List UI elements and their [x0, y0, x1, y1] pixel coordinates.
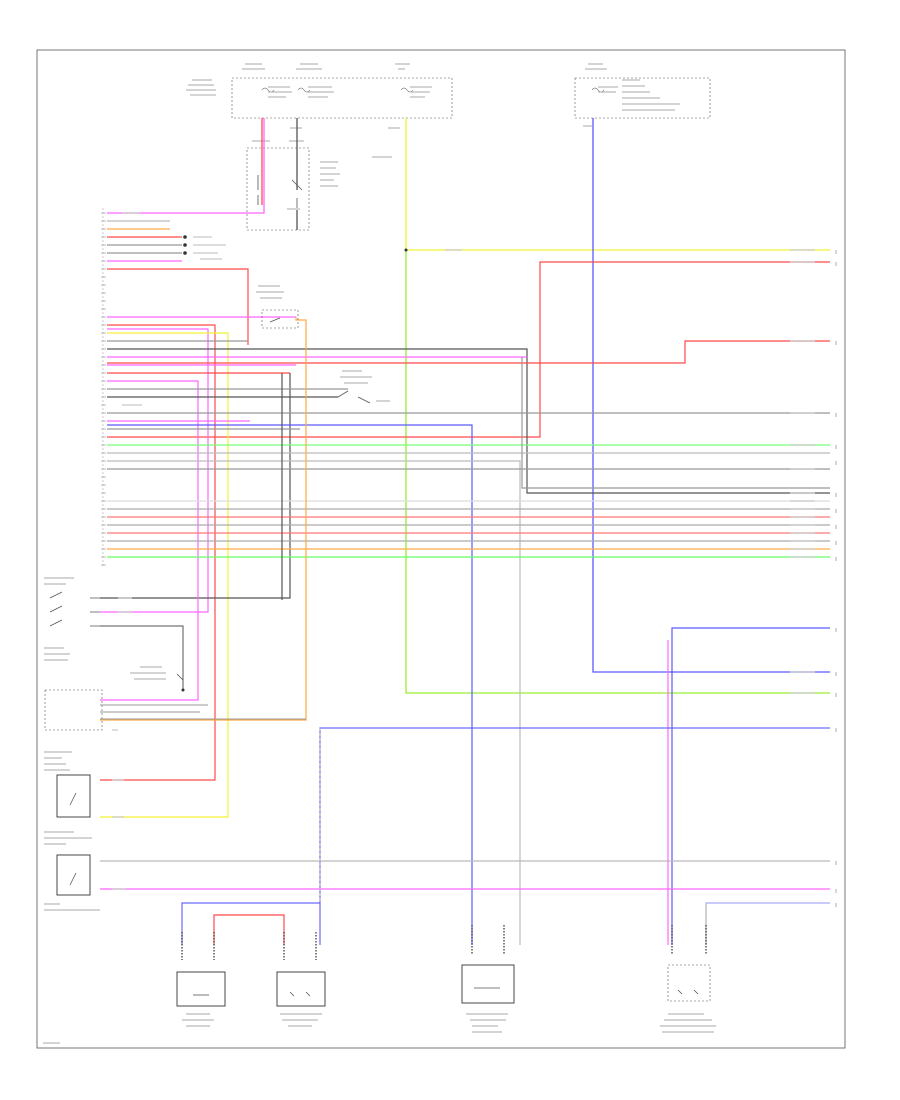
- wire-black-626: [100, 625, 184, 690]
- wire-black-349: [107, 348, 830, 494]
- splice-dot-labels: [193, 236, 462, 260]
- wire-gray-461: [107, 460, 521, 945]
- ecm-lower-box: [44, 689, 103, 731]
- map-sensor: [176, 932, 226, 1027]
- wire-red-269: [107, 268, 249, 345]
- fuse-box-right: [574, 77, 711, 119]
- splice-dots: [183, 235, 408, 255]
- wire-blue-right: [592, 118, 830, 673]
- wire-green-down: [405, 250, 830, 694]
- diagram-frame: [36, 49, 846, 1049]
- wire-blue-405: [107, 424, 473, 945]
- knock-sensor-box: [56, 774, 91, 818]
- ecm-wire-labels: [122, 212, 142, 558]
- brake-switch: [256, 285, 299, 329]
- wire-blue-903: [181, 902, 320, 945]
- right-connector-labels: [790, 249, 815, 904]
- left-components: [44, 577, 306, 911]
- o2-sensor: [660, 925, 716, 1033]
- ecm-pin-numbers: [101, 212, 106, 566]
- wire-pink-329: [100, 328, 209, 613]
- wire-pink-main: [107, 118, 265, 214]
- wire-red-341: [107, 340, 830, 364]
- wires-lower: [100, 627, 830, 945]
- wire-blue-728: [319, 727, 830, 945]
- sensor-icon: [69, 792, 77, 806]
- fuse-icon: [261, 87, 605, 93]
- fuse-box: [231, 77, 453, 119]
- wire-gray-down-3: [521, 357, 830, 489]
- wire-orange-down: [100, 317, 307, 721]
- wire-blue-628: [671, 627, 830, 945]
- connector-icon: [181, 932, 215, 960]
- evap-sensor: [276, 932, 326, 1027]
- wire-yellow-333: [100, 332, 229, 818]
- bottom-sensors: [176, 925, 716, 1033]
- wire-lilac-903: [705, 902, 830, 945]
- wires-ecm: [100, 220, 830, 945]
- cam-sensor: [461, 925, 515, 1033]
- cruise-switch: [337, 370, 390, 404]
- wire-red-262: [107, 261, 830, 438]
- iat-sensor-box: [56, 854, 91, 896]
- fuse-text-marks: [186, 63, 680, 158]
- wire-red-915: [213, 914, 285, 945]
- wire-yellow-green: [405, 118, 830, 251]
- switch-icon: [49, 591, 63, 627]
- main-relay: [246, 147, 340, 231]
- wire-black-373b: [100, 373, 291, 599]
- fuse-box-group: [186, 63, 711, 158]
- relay-box: [246, 147, 310, 231]
- wire-red-325: [100, 324, 216, 781]
